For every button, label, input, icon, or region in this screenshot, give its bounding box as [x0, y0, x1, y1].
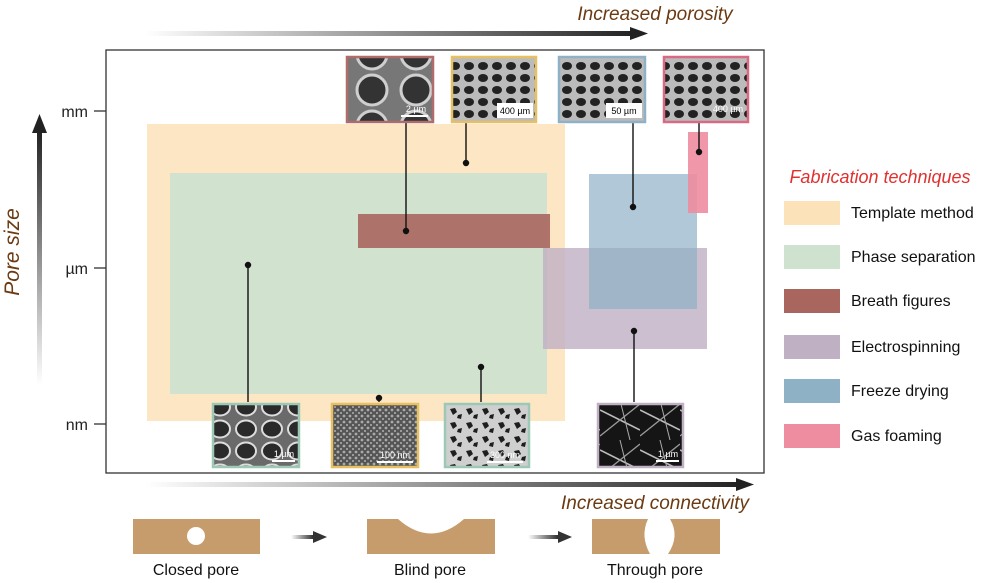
sem-image-breath-figures: 2 µm — [345, 55, 435, 124]
tick-nm: nm — [66, 417, 88, 434]
pore-size-arrow — [32, 114, 47, 385]
sem-image-phase-separation-2: 300 nm — [443, 402, 531, 469]
pore-label: Blind pore — [394, 562, 466, 579]
pore-arrow-2 — [528, 531, 572, 543]
scale-label: 300 nm — [490, 450, 520, 460]
y-ticks: mm µm nm — [61, 104, 106, 434]
legend: Template method Phase separation Breath … — [784, 201, 976, 448]
connectivity-arrow — [145, 478, 754, 491]
region-gas-foaming — [688, 132, 708, 213]
svg-text:Electrospinning: Electrospinning — [851, 339, 960, 356]
pore-size-label: Pore size — [1, 208, 24, 296]
legend-item-breath-figures: Breath figures — [784, 289, 951, 313]
legend-item-template-method: Template method — [784, 201, 974, 225]
connectors — [244, 123, 703, 402]
legend-title: Fabrication techniques — [789, 167, 970, 187]
sem-image-freeze-drying: 50 µm — [557, 55, 647, 124]
region-phase-separation — [170, 173, 547, 394]
sem-image-gas-foaming: 400 µm — [662, 55, 750, 124]
sem-image-phase-separation-1: 1 µm — [211, 402, 301, 469]
sem-image-template-bottom: 100 nm — [330, 402, 420, 469]
pore-blind: Blind pore — [367, 519, 495, 579]
legend-item-gas-foaming: Gas foaming — [784, 424, 942, 448]
pore-label: Through pore — [607, 562, 703, 579]
tick-um: µm — [65, 261, 88, 278]
pore-arrow-1 — [291, 531, 327, 543]
scale-label: 100 nm — [380, 450, 410, 460]
pore-through: Through pore — [592, 519, 720, 579]
tick-mm: mm — [61, 104, 88, 121]
pore-closed: Closed pore — [133, 519, 260, 579]
region-breath-figures — [358, 214, 550, 248]
region-freeze-drying — [589, 174, 697, 309]
svg-text:Template method: Template method — [851, 205, 974, 222]
sem-image-template-top: 400 µm — [450, 55, 538, 124]
scale-label: 1 µm — [274, 449, 294, 459]
sem-image-electrospinning: 1 µm — [596, 402, 685, 469]
legend-item-phase-separation: Phase separation — [784, 245, 976, 269]
scale-label: 2 µm — [406, 104, 426, 114]
svg-text:Breath figures: Breath figures — [851, 293, 951, 310]
porosity-label: Increased porosity — [577, 4, 734, 25]
legend-item-electrospinning: Electrospinning — [784, 335, 960, 359]
scale-label: 1 µm — [658, 449, 678, 459]
svg-text:Gas foaming: Gas foaming — [851, 428, 942, 445]
scale-label: 400 µm — [500, 106, 530, 116]
scale-label: 400 µm — [713, 104, 743, 114]
connectivity-label: Increased connectivity — [561, 493, 750, 514]
porosity-arrow — [145, 27, 648, 40]
scale-label: 50 µm — [611, 106, 636, 116]
legend-item-freeze-drying: Freeze drying — [784, 379, 949, 403]
svg-text:Freeze drying: Freeze drying — [851, 383, 949, 400]
svg-text:Phase separation: Phase separation — [851, 249, 976, 266]
pore-label: Closed pore — [153, 562, 239, 579]
